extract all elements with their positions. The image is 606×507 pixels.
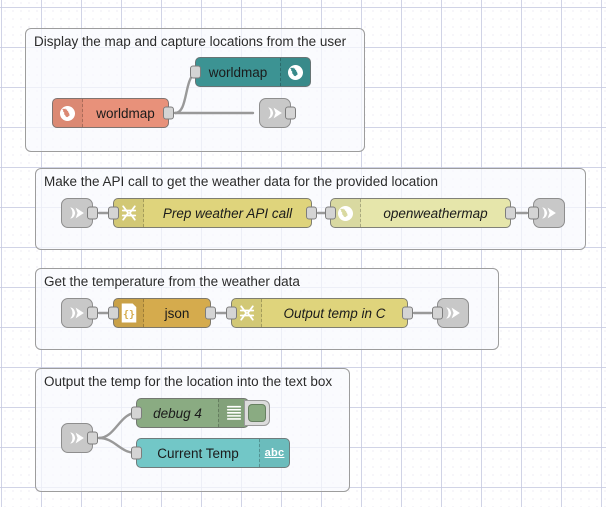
node-debug-4[interactable]: debug 4 bbox=[131, 398, 270, 428]
link-arrow-icon bbox=[542, 207, 556, 219]
globe-icon bbox=[287, 64, 304, 80]
link-in-2[interactable] bbox=[61, 298, 98, 328]
link-out-1[interactable] bbox=[259, 98, 296, 128]
node-icon-cell bbox=[280, 58, 310, 86]
port-in[interactable] bbox=[108, 206, 119, 220]
link-arrow-icon bbox=[70, 207, 84, 219]
port-in[interactable] bbox=[108, 306, 119, 320]
link-arrow-icon bbox=[446, 307, 460, 319]
node-worldmap-out[interactable]: worldmap bbox=[190, 57, 311, 87]
node-json-node[interactable]: {} json bbox=[108, 298, 216, 328]
node-body: {} json bbox=[114, 299, 210, 327]
port-in[interactable] bbox=[131, 446, 142, 460]
node-icon-cell bbox=[218, 399, 248, 427]
link-in-1[interactable] bbox=[61, 198, 98, 228]
node-icon-cell bbox=[331, 199, 361, 227]
node-function-output-temp[interactable]: Output temp in C bbox=[226, 298, 413, 328]
port-out[interactable] bbox=[87, 206, 98, 220]
port-out[interactable] bbox=[505, 206, 516, 220]
globe-icon bbox=[59, 105, 76, 121]
link-arrow-icon bbox=[268, 107, 282, 119]
port-in[interactable] bbox=[432, 306, 443, 320]
node-icon-cell bbox=[114, 199, 144, 227]
node-icon-cell: abc bbox=[259, 439, 289, 467]
port-out[interactable] bbox=[205, 306, 216, 320]
node-openweathermap[interactable]: openweathermap bbox=[325, 198, 516, 228]
group-label: Output the temp for the location into th… bbox=[44, 374, 333, 389]
port-out[interactable] bbox=[306, 206, 317, 220]
node-icon-cell bbox=[232, 299, 262, 327]
port-in[interactable] bbox=[131, 406, 142, 420]
node-icon-cell: {} bbox=[114, 299, 144, 327]
node-label: json bbox=[164, 305, 190, 321]
port-in[interactable] bbox=[325, 206, 336, 220]
braces-doc-icon: {} bbox=[121, 303, 136, 323]
node-label: Output temp in C bbox=[283, 305, 386, 321]
port-out[interactable] bbox=[87, 306, 98, 320]
group-label: Display the map and capture locations fr… bbox=[34, 34, 347, 49]
link-arrow-icon bbox=[70, 432, 84, 444]
node-label: Prep weather API call bbox=[162, 205, 293, 221]
port-in[interactable] bbox=[528, 206, 539, 220]
node-body: debug 4 bbox=[137, 399, 248, 427]
node-ui-text-current-temp[interactable]: Current Temp abc bbox=[131, 438, 290, 468]
node-body: worldmap bbox=[196, 58, 310, 86]
group-group-display-map[interactable]: Display the map and capture locations fr… bbox=[25, 28, 365, 152]
group-label: Get the temperature from the weather dat… bbox=[44, 274, 300, 289]
node-label: openweathermap bbox=[383, 205, 488, 221]
function-icon bbox=[121, 205, 136, 221]
group-label: Make the API call to get the weather dat… bbox=[44, 174, 438, 189]
function-icon bbox=[239, 305, 254, 321]
debug-toggle-swatch bbox=[248, 404, 266, 422]
link-arrow-icon bbox=[70, 307, 84, 319]
port-out[interactable] bbox=[163, 106, 174, 120]
node-icon-cell bbox=[53, 99, 83, 127]
node-body: Current Temp abc bbox=[137, 439, 289, 467]
debug-enable-toggle[interactable] bbox=[244, 400, 270, 426]
node-body: Output temp in C bbox=[232, 299, 407, 327]
port-out[interactable] bbox=[87, 431, 98, 445]
port-out[interactable] bbox=[285, 106, 296, 120]
node-label: debug 4 bbox=[153, 405, 202, 421]
node-label: worldmap bbox=[208, 64, 268, 80]
port-out[interactable] bbox=[402, 306, 413, 320]
group-group-output-temp[interactable]: Output the temp for the location into th… bbox=[35, 368, 350, 492]
node-label: Current Temp bbox=[157, 445, 239, 461]
port-in[interactable] bbox=[226, 306, 237, 320]
node-function-prep-weather[interactable]: Prep weather API call bbox=[108, 198, 317, 228]
port-in[interactable] bbox=[190, 65, 201, 79]
node-body: Prep weather API call bbox=[114, 199, 311, 227]
node-worldmap-in[interactable]: worldmap bbox=[52, 98, 174, 128]
node-body: worldmap bbox=[53, 99, 168, 127]
node-label: worldmap bbox=[96, 105, 155, 121]
svg-text:{}: {} bbox=[122, 310, 134, 321]
globe-icon bbox=[337, 205, 354, 221]
node-body: openweathermap bbox=[331, 199, 510, 227]
debug-lines-icon bbox=[226, 405, 241, 420]
link-out-2[interactable] bbox=[528, 198, 565, 228]
abc-icon: abc bbox=[264, 447, 285, 459]
link-in-3[interactable] bbox=[61, 423, 98, 453]
link-out-3[interactable] bbox=[432, 298, 469, 328]
